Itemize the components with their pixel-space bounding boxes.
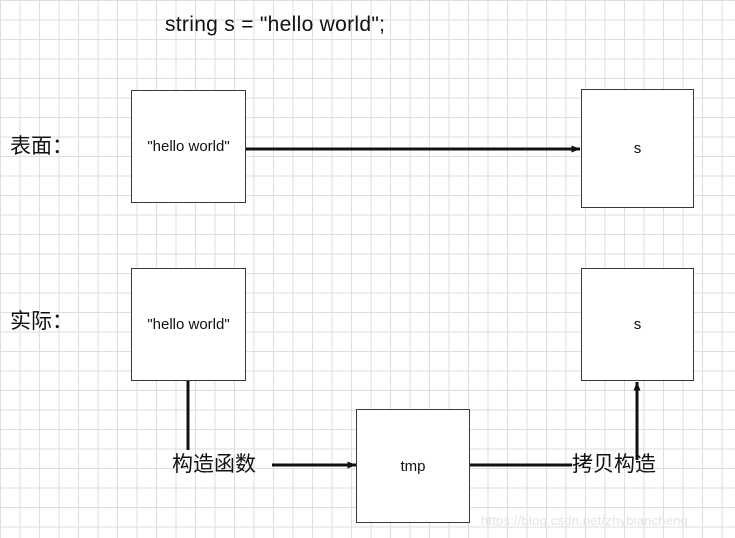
box-surface-literal[interactable]: "hello world" <box>131 90 246 203</box>
edge-label-copy-construct: 拷贝构造 <box>572 453 656 476</box>
box-surface-variable[interactable]: s <box>581 89 694 208</box>
edge-label-constructor: 构造函数 <box>172 453 256 476</box>
box-actual-literal-label: "hello world" <box>147 316 230 333</box>
row-label-surface: 表面： <box>10 135 73 158</box>
box-actual-variable[interactable]: s <box>581 268 694 381</box>
box-actual-variable-label: s <box>633 316 642 333</box>
box-tmp[interactable]: tmp <box>356 409 470 523</box>
box-surface-literal-label: "hello world" <box>147 138 230 155</box>
row-label-actual: 实际： <box>10 310 73 333</box>
box-surface-variable-label: s <box>633 140 642 157</box>
page-title: string s = "hello world"; <box>165 13 386 36</box>
box-tmp-label: tmp <box>400 457 426 475</box>
box-actual-literal[interactable]: "hello world" <box>131 268 246 381</box>
